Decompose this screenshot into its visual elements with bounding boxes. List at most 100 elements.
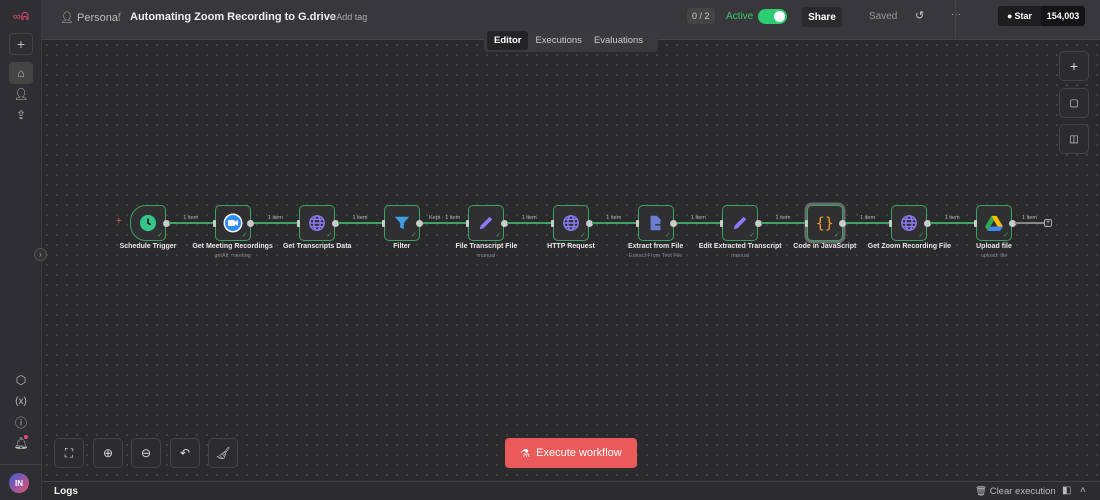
workflow-node[interactable]: ✓ [553, 205, 589, 241]
bell-icon[interactable]: 🔔︎ [13, 435, 29, 450]
chevron-up-icon[interactable]: ˄ [1080, 485, 1086, 496]
more-button[interactable]: ··· [951, 9, 961, 20]
share-icon[interactable]: ⇪ [15, 108, 27, 122]
history-icon[interactable]: ↺ [915, 10, 925, 22]
add-next-node-button[interactable]: + [1044, 219, 1052, 227]
workflow-node[interactable]: ✓ [637, 205, 674, 241]
home-icon[interactable]: ⌂ [9, 62, 33, 84]
edge-label: 1 item [267, 215, 283, 221]
popout-icon[interactable]: ◧ [1062, 485, 1072, 496]
workflow-node[interactable]: ✓ [130, 205, 166, 241]
share-button[interactable]: Share [802, 7, 842, 27]
active-toggle[interactable] [758, 9, 787, 24]
clear-execution-button[interactable]: 🗑︎ Clear execution [975, 486, 1056, 497]
logs-title: Logs [54, 486, 78, 497]
input-port[interactable] [551, 219, 554, 227]
input-port[interactable] [297, 219, 301, 227]
connection-edge[interactable] [253, 222, 298, 224]
sticky-note-button[interactable]: ▢ [1059, 88, 1089, 118]
node-subtitle: manual [477, 253, 496, 259]
panel-toggle-button[interactable]: ◫ [1059, 124, 1089, 154]
workflow-node[interactable]: ✓ [976, 205, 1012, 241]
connection-edge[interactable] [676, 222, 721, 224]
tab-executions[interactable]: Executions [535, 34, 582, 46]
variables-icon[interactable]: (x) [15, 395, 27, 407]
output-port[interactable] [331, 219, 339, 227]
workflow-node[interactable]: {}✓ [806, 205, 843, 241]
input-port[interactable] [381, 219, 385, 227]
saved-status: Saved [869, 11, 898, 22]
node-subtitle: getAll: meeting [214, 253, 251, 259]
workflow-node[interactable]: ✓ [891, 205, 928, 241]
zoom-out-button[interactable]: ⊖ [131, 438, 161, 468]
workflow-node[interactable]: ✓ [468, 205, 505, 241]
n8n-logo-icon[interactable]: ∞ᕱ [12, 10, 29, 23]
view-tabs: Editor Executions Evaluations [484, 28, 658, 52]
tab-evaluations[interactable]: Evaluations [593, 34, 644, 46]
workflow-title[interactable]: Automating Zoom Recording to G.drive [130, 11, 336, 23]
input-port[interactable] [974, 219, 977, 227]
input-port[interactable] [466, 219, 470, 227]
output-port[interactable] [585, 219, 593, 227]
output-port[interactable] [416, 219, 424, 227]
input-port[interactable] [889, 219, 893, 227]
connection-edge[interactable] [1015, 222, 1044, 224]
breadcrumb-project[interactable]: 👤︎ Personal [60, 12, 121, 24]
output-port[interactable] [500, 219, 508, 227]
success-check-icon: ✓ [241, 232, 248, 239]
connection-edge[interactable] [422, 222, 467, 224]
execute-workflow-button[interactable]: ⚗Execute workflow [505, 438, 637, 468]
output-port[interactable] [923, 219, 931, 227]
node-subtitle: manual [731, 253, 750, 259]
output-port[interactable] [754, 219, 762, 227]
tab-editor[interactable]: Editor [487, 30, 529, 50]
node-subtitle: Extract From Text File [628, 253, 683, 259]
input-port[interactable] [212, 219, 216, 227]
add-node-button[interactable]: + [1059, 51, 1089, 81]
workflow-node[interactable]: ✓ [722, 205, 759, 241]
success-check-icon: ✓ [495, 232, 502, 239]
globe-icon [900, 214, 918, 232]
user-icon[interactable]: 👤︎ [13, 87, 29, 101]
edge-label: 1 item [606, 215, 622, 221]
connection-edge[interactable] [169, 222, 213, 224]
connection-edge[interactable] [507, 222, 551, 224]
add-icon[interactable]: + [9, 33, 33, 55]
help-icon[interactable]: ⓘ [14, 415, 27, 430]
workflow-node[interactable]: ✓ [383, 205, 420, 241]
output-port[interactable] [839, 219, 847, 227]
expand-sidebar-button[interactable]: › [34, 248, 47, 261]
avatar[interactable]: IN [9, 473, 29, 493]
connection-edge[interactable] [338, 222, 382, 224]
templates-icon[interactable]: ⬡ [15, 373, 27, 387]
input-port[interactable] [635, 219, 639, 227]
add-tag-button[interactable]: + Add tag [329, 12, 368, 22]
connection-edge[interactable] [592, 222, 636, 224]
success-check-icon: ✓ [157, 232, 163, 239]
zoom-in-button[interactable]: ⊕ [93, 438, 123, 468]
workflow-canvas[interactable] [42, 40, 1100, 481]
undo-button[interactable]: ↶ [170, 438, 200, 468]
clock-icon [139, 214, 157, 232]
input-port[interactable] [720, 219, 724, 227]
input-port[interactable] [804, 219, 808, 227]
fit-view-button[interactable]: ⛶ [54, 438, 84, 468]
success-check-icon: ✓ [749, 232, 756, 239]
edge-label: 1 item [690, 215, 706, 221]
github-star-button[interactable]: ●Star [998, 6, 1041, 26]
output-port[interactable] [1008, 219, 1016, 227]
output-port[interactable] [162, 219, 170, 227]
edge-label: 1 item [352, 215, 368, 221]
output-port[interactable] [247, 219, 255, 227]
node-label: Get Zoom Recording File [867, 243, 951, 250]
tidy-up-button[interactable]: 🧹︎ [208, 438, 238, 468]
logs-panel[interactable]: Logs 🗑︎ Clear execution ◧ ˄ [42, 481, 1100, 500]
code-braces-icon: {} [815, 214, 834, 232]
connection-edge[interactable] [930, 222, 974, 224]
workflow-node[interactable]: ✓ [214, 205, 251, 241]
connection-edge[interactable] [761, 222, 805, 224]
connection-edge[interactable] [845, 222, 890, 224]
header: 👤︎ Personal / Automating Zoom Recording … [42, 0, 1100, 40]
workflow-node[interactable]: ✓ [299, 205, 336, 241]
output-port[interactable] [670, 219, 678, 227]
